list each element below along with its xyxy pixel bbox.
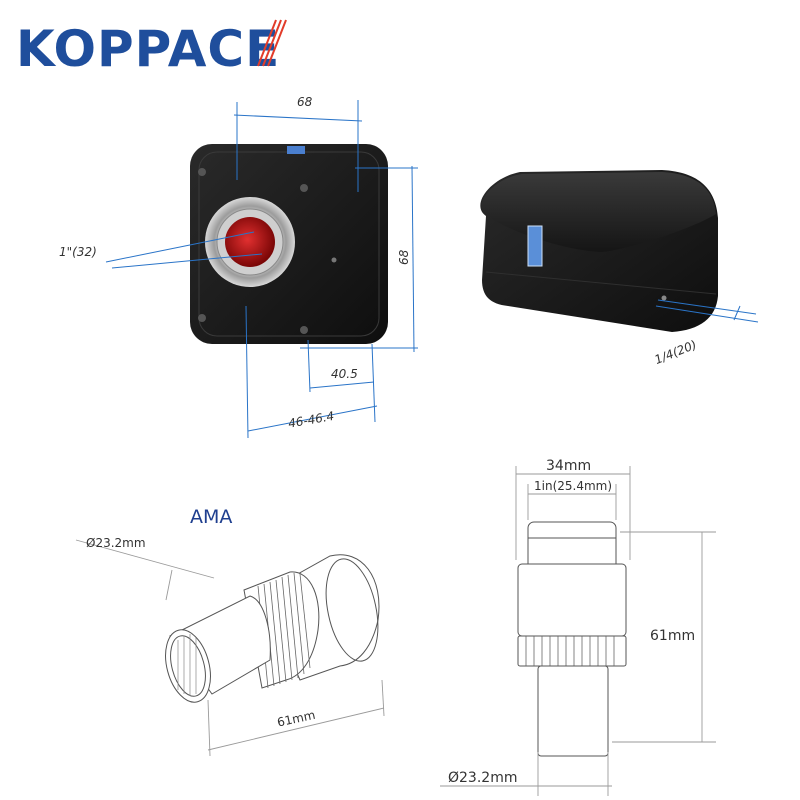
adapter-body [517,563,627,637]
camera-side-label-icon [527,225,543,267]
adapter-right-diameter-label: Ø23.2mm [448,770,517,786]
adapter-right-length-label: 61mm [650,628,695,644]
side-port-icon [331,257,337,263]
ama-adapter-drawing: AMA Ø23.2mm 61mm [75,506,385,757]
lens-sensor-icon [225,217,275,267]
adapter-left-length-label: 61mm [276,708,317,730]
screw-icons [198,168,308,334]
adapter-right-inner-label: 1in(25.4mm) [534,479,612,493]
tripod-mount-icon [661,295,667,301]
logo-accent-stripes [257,19,287,67]
adapter-right-outer-label: 34mm [546,458,591,474]
camera-front-label-icon [287,146,305,154]
adapter-left-diameter-label: Ø23.2mm [86,536,146,550]
dim-width-label: 68 [297,95,313,109]
adapter-name: AMA [190,506,232,528]
adapter-knurl-lines [525,636,615,666]
adapter-lower-tube [537,665,609,757]
camera-side-view: 1/4(20) [480,170,759,367]
dim-depth-outer-label: 46-46.4 [287,409,335,431]
dim-mount-label: 1/4(20) [653,338,699,367]
adapter-side-view-drawing: 34mm 1in(25.4mm) 61mm Ø23.2mm [440,458,716,796]
brand-logo-text: KOPPACE [16,20,280,78]
dim-height-label: 68 [397,249,411,265]
dim-depth-inner-label: 40.5 [331,367,358,381]
brand-logo: KOPPACE [16,19,287,78]
dim-thread-label: 1"(32) [59,245,97,259]
camera-front-view: 68 68 1"(32) 40.5 46-46.4 [59,95,418,439]
